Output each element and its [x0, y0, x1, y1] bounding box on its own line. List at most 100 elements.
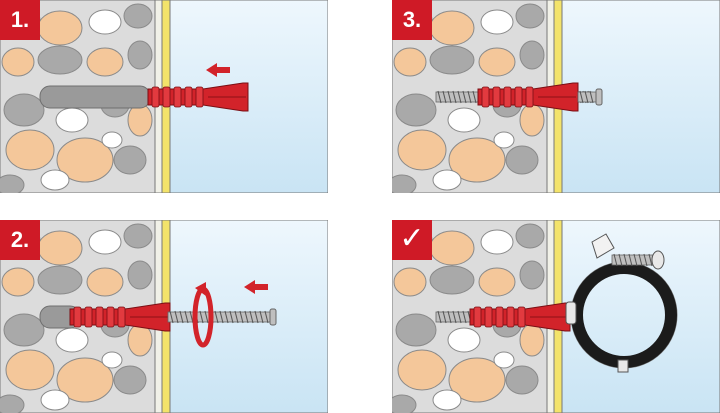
step-1-panel: 1.	[0, 0, 328, 193]
pebble	[113, 145, 147, 175]
anchor-rib	[106, 306, 115, 328]
anchor-rib	[506, 306, 515, 328]
screw-thread	[442, 90, 447, 104]
step-4-illustration	[392, 220, 720, 413]
pebble	[392, 174, 417, 193]
anchor-rib	[117, 306, 126, 328]
arrow-shaft	[216, 67, 230, 73]
screw-thread	[259, 310, 264, 324]
pebble	[123, 223, 153, 249]
screw-thread	[648, 253, 653, 267]
air-space	[561, 220, 720, 413]
screw-thread	[452, 310, 457, 324]
pebble	[478, 267, 516, 297]
arrow-shaft	[254, 284, 268, 290]
anchor-rib	[195, 86, 204, 108]
screw-thread	[467, 90, 472, 104]
pebble	[519, 323, 545, 357]
pebble	[127, 103, 153, 137]
anchor-rib	[173, 86, 182, 108]
pebble	[55, 107, 89, 133]
screw-thread	[462, 90, 467, 104]
screw-thread	[437, 90, 442, 104]
screw-thread	[234, 310, 239, 324]
arrow-head	[206, 63, 217, 77]
pebble	[86, 47, 124, 77]
screw-thread	[264, 310, 269, 324]
step-2-panel: 2.	[0, 220, 328, 413]
pebble	[480, 9, 514, 35]
pebble	[37, 45, 83, 75]
screw-thread	[184, 310, 189, 324]
screw-head	[595, 88, 603, 106]
pebble	[1, 47, 35, 77]
screw-thread	[239, 310, 244, 324]
pebble	[480, 229, 514, 255]
push-arrow-icon	[244, 280, 268, 294]
anchor-rib	[95, 306, 104, 328]
clamp-screw-head	[651, 250, 665, 270]
screw-shaft	[167, 311, 271, 323]
pebble	[5, 129, 55, 171]
screw-thread	[249, 310, 254, 324]
pebble	[448, 137, 506, 183]
pebble	[37, 230, 83, 266]
step-1-illustration	[0, 0, 328, 193]
pebble	[392, 394, 417, 413]
pebble	[519, 260, 545, 290]
step-2-illustration	[0, 220, 328, 413]
screw-thread	[214, 310, 219, 324]
anchor-rib	[495, 306, 504, 328]
screw-thread	[169, 310, 174, 324]
pebble	[127, 260, 153, 290]
step-3-illustration	[392, 0, 720, 193]
screw-thread	[452, 90, 457, 104]
screw-thread	[254, 310, 259, 324]
screw-thread	[618, 253, 623, 267]
pebble	[515, 223, 545, 249]
pebble	[113, 365, 147, 395]
pebble	[505, 365, 539, 395]
pebble	[447, 107, 481, 133]
pebble	[393, 47, 427, 77]
screw-thread	[589, 90, 594, 104]
screw-thread	[189, 310, 194, 324]
pebble	[432, 169, 462, 191]
clamp-bracket	[591, 233, 615, 259]
screw-thread	[437, 310, 442, 324]
screw-thread	[447, 310, 452, 324]
screw-thread	[204, 310, 209, 324]
screw-thread	[457, 310, 462, 324]
pebble	[519, 103, 545, 137]
screw-thread	[244, 310, 249, 324]
pebble	[429, 45, 475, 75]
pebble	[395, 313, 437, 347]
pebble	[478, 47, 516, 77]
pebble	[397, 349, 447, 391]
screw-thread	[219, 310, 224, 324]
screw-thread	[174, 310, 179, 324]
clamp-nut	[565, 301, 577, 325]
pebble	[395, 93, 437, 127]
clamp-bottom-tab	[617, 359, 629, 373]
pebble	[505, 145, 539, 175]
pebble	[3, 313, 45, 347]
anchor-rib	[151, 86, 160, 108]
screw-thread	[584, 90, 589, 104]
pebble	[88, 9, 122, 35]
anchor-rib	[473, 306, 482, 328]
screw-thread	[613, 253, 618, 267]
anchor-rib	[525, 86, 534, 108]
pebble	[56, 357, 114, 403]
pebble	[55, 327, 89, 353]
pebble	[37, 10, 83, 46]
screw-thread	[179, 310, 184, 324]
pebble	[101, 351, 123, 369]
anchor-rib	[84, 306, 93, 328]
pebble	[37, 265, 83, 295]
rotate-arrow-icon	[192, 282, 214, 348]
pebble	[493, 351, 515, 369]
step-3-panel: 3.	[392, 0, 720, 193]
anchor-rib	[73, 306, 82, 328]
pebble	[448, 357, 506, 403]
